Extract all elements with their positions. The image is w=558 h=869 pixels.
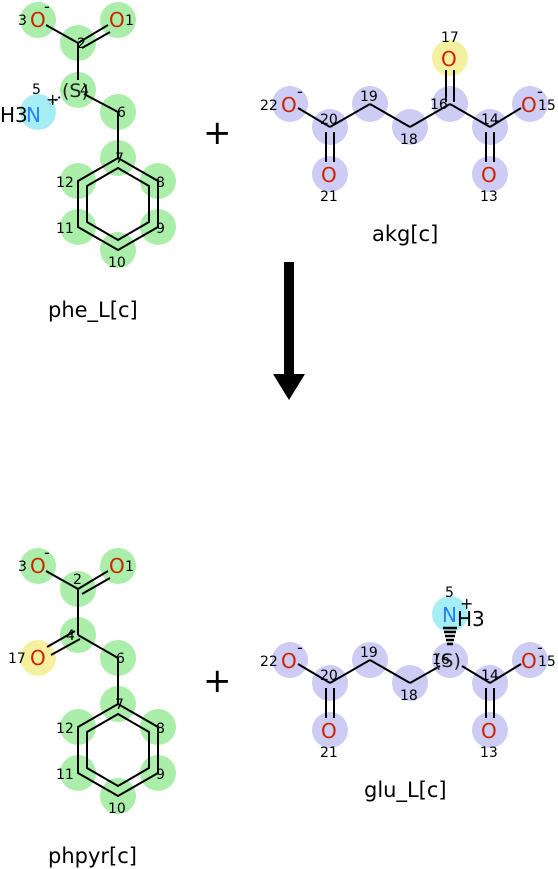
plus-sign: + xyxy=(203,113,232,153)
atom-o15: O xyxy=(521,93,537,117)
charge-o3: - xyxy=(44,0,50,16)
atom-o13: O xyxy=(481,163,497,187)
atom-o13: O xyxy=(481,719,497,743)
charge-n5: + xyxy=(460,594,473,613)
molecule-label: akg[c] xyxy=(372,222,438,246)
atom-index: 17 xyxy=(441,30,459,46)
charge-n5: + xyxy=(46,90,59,109)
atom-index: 22 xyxy=(260,98,278,114)
atom-o22: O xyxy=(281,93,297,117)
stereo-label: (S) xyxy=(62,80,89,102)
atom-o17: O xyxy=(441,47,457,71)
molecule-label: phpyr[c] xyxy=(48,844,137,868)
atom-index: 22 xyxy=(260,654,278,670)
atom-o1: O xyxy=(109,554,125,578)
atom-index: 4 xyxy=(80,83,89,99)
atom-index: 2 xyxy=(77,36,86,52)
atom-index: 9 xyxy=(156,221,165,237)
atom-index: 7 xyxy=(115,697,124,713)
atom-index: 2 xyxy=(73,572,82,588)
charge-o15: - xyxy=(537,82,543,101)
atom-index: 1 xyxy=(125,559,134,575)
atom-index: 10 xyxy=(108,801,126,817)
atom-index: 6 xyxy=(116,651,125,667)
atom-o3: O xyxy=(30,8,46,32)
reaction-arrow xyxy=(273,262,305,400)
atom-o21: O xyxy=(321,163,337,187)
atom-h3: H3 xyxy=(0,103,28,127)
atom-index: 5 xyxy=(445,585,454,601)
atom-index: 7 xyxy=(115,151,124,167)
molecule-glu-L: N H3 + (S) O - O - O O 5 22 20 19 18 16 … xyxy=(260,585,556,803)
atom-index: 12 xyxy=(56,175,74,191)
molecule-phpyr: O - O O 3 1 2 4 17 6 7 8 9 10 11 12 phpy… xyxy=(8,543,176,868)
atom-index: 12 xyxy=(56,721,74,737)
atom-index: 13 xyxy=(480,189,498,205)
molecule-label: glu_L[c] xyxy=(364,778,447,803)
atom-o1: O xyxy=(109,8,125,32)
molecule-akg: O O - O - O O 17 22 20 19 18 16 14 15 21… xyxy=(260,30,556,246)
atom-index: 15 xyxy=(538,98,556,114)
atom-index: 17 xyxy=(8,651,26,667)
atom-o15: O xyxy=(521,649,537,673)
atom-index: 4 xyxy=(66,628,75,644)
atom-index: 8 xyxy=(156,175,165,191)
molecule-phe-L: O - O H3 N + (S) 3 1 2 4 5 6 7 8 9 10 11… xyxy=(0,0,176,323)
charge-o3: - xyxy=(44,543,50,562)
atom-index: 3 xyxy=(18,13,27,29)
atom-index: 21 xyxy=(320,745,338,761)
atom-index: 8 xyxy=(156,721,165,737)
atom-n5: N xyxy=(26,103,41,127)
atom-h3: H3 xyxy=(457,607,485,631)
atom-index: 14 xyxy=(481,112,499,128)
atom-index: 15 xyxy=(538,654,556,670)
charge-o22: - xyxy=(297,638,303,657)
atom-index: 11 xyxy=(56,221,74,237)
atom-index: 16 xyxy=(430,97,448,113)
atom-n5: N xyxy=(442,603,457,627)
atom-index: 5 xyxy=(32,82,41,98)
atom-index: 20 xyxy=(320,668,338,684)
atom-index: 18 xyxy=(400,132,418,148)
atom-index: 10 xyxy=(108,255,126,271)
molecule-label: phe_L[c] xyxy=(48,298,138,323)
atom-o21: O xyxy=(321,719,337,743)
charge-o22: - xyxy=(297,82,303,101)
atom-o22: O xyxy=(281,649,297,673)
atom-index: 19 xyxy=(360,645,378,661)
atom-o3: O xyxy=(30,554,46,578)
atom-index: 1 xyxy=(125,13,134,29)
atom-o17: O xyxy=(30,646,46,670)
charge-o15: - xyxy=(537,638,543,657)
stereo-label: (S) xyxy=(434,650,461,672)
atom-index: 11 xyxy=(56,767,74,783)
atom-index: 21 xyxy=(320,189,338,205)
atom-index: 18 xyxy=(400,688,418,704)
atom-index: 20 xyxy=(320,112,338,128)
atom-index: 3 xyxy=(18,559,27,575)
atom-index: 19 xyxy=(360,89,378,105)
atom-index: 13 xyxy=(480,745,498,761)
atom-index: 16 xyxy=(432,652,450,668)
atom-index: 6 xyxy=(117,105,126,121)
plus-sign: + xyxy=(203,661,232,701)
atom-index: 9 xyxy=(156,767,165,783)
atom-index: 14 xyxy=(481,668,499,684)
